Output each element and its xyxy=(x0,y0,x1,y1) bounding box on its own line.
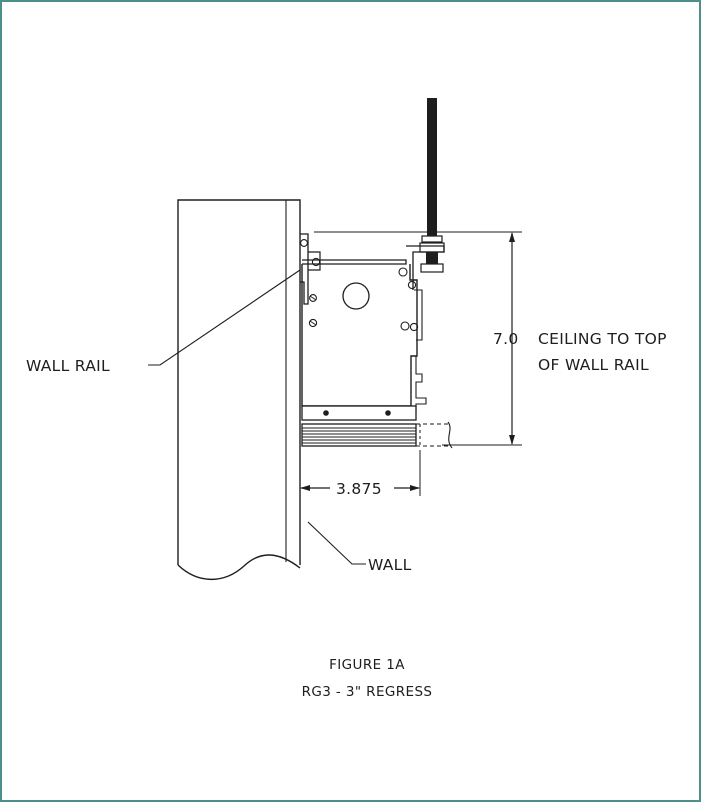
dimension-vertical-value: 7.0 xyxy=(493,330,519,348)
rod-nut-upper xyxy=(419,242,445,253)
wall-outline xyxy=(177,199,301,565)
wall-label: WALL xyxy=(368,556,412,574)
wall-rail-leader xyxy=(148,269,301,366)
rail-screw-3 xyxy=(309,294,317,302)
dimension-horizontal-value: 3.875 xyxy=(336,480,382,498)
horizontal-dimension xyxy=(299,450,421,496)
louver-panel xyxy=(301,405,453,449)
housing-screw-3 xyxy=(400,321,410,331)
wall-rail-clip xyxy=(308,251,321,271)
wall-rail-profile xyxy=(300,233,309,305)
wall-rail-assembly xyxy=(300,233,321,328)
wall-column xyxy=(177,199,301,580)
rod-stud-lower xyxy=(426,252,438,266)
louver-blades xyxy=(301,423,417,447)
top-strap xyxy=(302,259,407,265)
housing-screw-4 xyxy=(409,322,419,332)
rod-nut-lower xyxy=(420,263,444,273)
rod-nut-top xyxy=(421,235,443,243)
housing-screw-1 xyxy=(398,267,408,277)
wall-rail-label: WALL RAIL xyxy=(26,357,110,375)
housing-side-flange xyxy=(414,289,423,341)
housing-screw-2 xyxy=(407,280,417,290)
rail-screw-4 xyxy=(308,318,318,328)
figure-caption: FIGURE 1A xyxy=(329,657,405,673)
rail-screw-2 xyxy=(311,257,321,267)
figure-subtitle: RG3 - 3" REGRESS xyxy=(302,684,433,700)
louver-top-rail xyxy=(301,405,417,421)
vertical-dimension xyxy=(314,231,522,446)
housing-outline xyxy=(301,264,418,407)
louver-rivet-2 xyxy=(385,410,391,416)
louver-rivet-1 xyxy=(323,410,329,416)
housing-lower-clips xyxy=(411,355,427,412)
ceiling-bracket xyxy=(302,245,445,290)
dimension-vertical-label-line2: OF WALL RAIL xyxy=(538,356,649,374)
rail-screw-1 xyxy=(300,239,308,247)
wall-break-line xyxy=(177,554,301,580)
housing-knockout xyxy=(342,282,370,310)
threaded-rod-body xyxy=(427,98,437,238)
ceiling-bracket-angle xyxy=(406,245,445,290)
wall-leader xyxy=(307,521,366,565)
louver-break-line xyxy=(447,421,453,449)
dimension-vertical-label-line1: CEILING TO TOP xyxy=(538,330,667,348)
main-housing xyxy=(301,264,427,412)
